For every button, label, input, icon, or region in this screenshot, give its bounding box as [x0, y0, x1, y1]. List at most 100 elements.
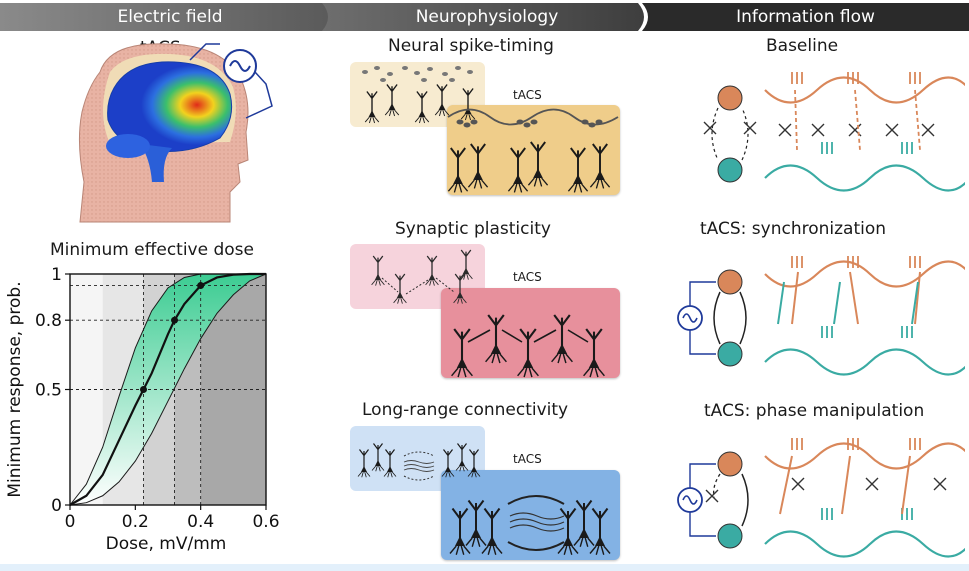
connection-arc — [507, 541, 565, 551]
spike-dot — [414, 71, 420, 75]
spike-dot — [380, 78, 386, 82]
orange-spike-train — [791, 256, 803, 268]
spike-dot — [362, 70, 368, 74]
cross-icon — [703, 121, 717, 135]
connectivity-tacs-label: tACS — [513, 452, 542, 466]
cross-icon — [791, 477, 805, 491]
header-shape — [642, 3, 969, 31]
spike-dot — [387, 72, 393, 76]
connection-arc — [507, 495, 565, 505]
spike-dot — [467, 70, 473, 74]
pyramidal-neuron — [371, 443, 385, 472]
stimulator-wire — [689, 463, 716, 537]
spike-dot — [455, 66, 461, 70]
pyramidal-neuron — [357, 449, 371, 478]
pyramidal-neuron — [455, 443, 469, 472]
oscillation-line — [509, 524, 565, 532]
pyramidal-neuron — [551, 314, 573, 364]
spike-dot — [516, 119, 524, 125]
orange-arrow — [794, 89, 798, 151]
cross-icon — [743, 121, 757, 135]
x-tick-label: 0.2 — [122, 512, 149, 532]
teal-arrow — [911, 281, 919, 325]
pyramidal-neuron — [573, 499, 595, 547]
orange-arrow — [914, 89, 921, 151]
header-information-flow: Information flow — [642, 3, 969, 31]
orange-spike-train — [909, 72, 921, 84]
pyramidal-neuron — [449, 507, 471, 555]
spike-dot — [595, 119, 603, 125]
phase-manipulation-title: tACS: phase manipulation — [704, 401, 925, 421]
node-arrow — [713, 291, 747, 345]
synapse-link — [467, 329, 589, 343]
spike-dot — [581, 119, 589, 125]
pyramidal-neuron — [557, 507, 579, 555]
plasticity-neurons — [371, 249, 605, 378]
pyramidal-neuron — [425, 255, 439, 286]
spike-dot — [449, 78, 455, 82]
connectivity-tacs-panel — [441, 470, 620, 560]
connection-arc — [403, 475, 435, 481]
head-illustration — [78, 43, 273, 223]
orange-arrow — [779, 455, 793, 515]
orange-spike-train — [847, 256, 859, 268]
teal-node — [717, 157, 743, 183]
cross-icon — [921, 123, 935, 137]
orange-wave — [764, 76, 965, 104]
connectivity-title: Long-range connectivity — [362, 400, 569, 420]
x-tick-label: 0.4 — [187, 512, 214, 532]
electrode-wire — [189, 43, 220, 61]
series-line — [69, 272, 266, 506]
y-tick-label: 0 — [51, 496, 62, 516]
pyramidal-neuron — [467, 449, 481, 478]
pyramidal-neuron — [459, 249, 473, 280]
node-arrow — [712, 473, 721, 499]
pyramidal-neuron — [589, 143, 611, 189]
spike-dot — [463, 122, 471, 128]
pyramidal-neuron — [517, 328, 539, 378]
pyramidal-neuron — [567, 147, 589, 193]
cross-icon — [933, 477, 947, 491]
pyramidal-neuron — [460, 88, 476, 121]
brain-stem — [140, 144, 172, 182]
teal-spike-train — [821, 508, 833, 520]
synapse-link — [381, 277, 455, 295]
cross-icon — [811, 123, 825, 137]
spike-dot — [470, 119, 478, 125]
spike-timing-title: Neural spike-timing — [388, 36, 554, 56]
spike-dot — [523, 122, 531, 128]
pyramidal-neuron — [481, 507, 503, 555]
brain — [107, 61, 233, 152]
orange-spike-train — [847, 72, 859, 84]
orange-node — [717, 269, 743, 295]
node-arrow — [711, 107, 749, 161]
pyramidal-neuron — [589, 507, 611, 555]
cross-icon — [778, 123, 792, 137]
electrode-wire — [245, 71, 273, 119]
orange-spike-train — [909, 256, 921, 268]
teal-spike-train — [901, 326, 913, 338]
orange-wave — [764, 260, 965, 288]
teal-spike-train — [821, 326, 833, 338]
bottom-strip — [0, 564, 969, 571]
baseline-diagram — [703, 72, 965, 192]
dose-chart-title: Minimum effective dose — [50, 240, 254, 260]
pyramidal-neuron — [451, 328, 473, 378]
data-point — [140, 386, 147, 393]
oscillation-line — [403, 464, 435, 468]
plasticity-title: Synaptic plasticity — [395, 219, 551, 239]
x-axis-label: Dose, mV/mm — [106, 534, 227, 554]
pyramidal-neuron — [527, 141, 549, 187]
data-point — [197, 282, 205, 290]
connectivity-neurons — [357, 443, 611, 555]
pyramidal-neuron — [467, 143, 489, 189]
cross-icon — [885, 123, 899, 137]
teal-wave — [764, 164, 965, 192]
orange-arrow — [914, 271, 921, 325]
stimulator-wire — [689, 281, 716, 355]
plasticity-tacs-label: tACS — [513, 270, 542, 284]
spike-dot — [456, 119, 464, 125]
pyramidal-neuron — [393, 273, 407, 304]
orange-arrow — [841, 455, 851, 515]
